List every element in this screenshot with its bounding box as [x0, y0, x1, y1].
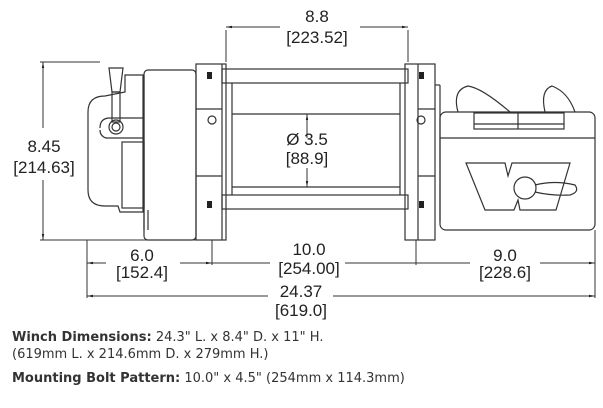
- mounting-bolt-pattern-label: Mounting Bolt Pattern:: [12, 371, 181, 386]
- winch-dimensions-value-in: 24.3" L. x 8.4" D. x 11" H.: [151, 330, 324, 345]
- dim-control-pack-mm: [228.6]: [479, 263, 531, 282]
- dim-bolt-spacing-mm: [254.00]: [278, 259, 339, 278]
- dim-motor-offset-in: 6.0: [130, 246, 154, 265]
- dim-motor-offset-mm: [152.4]: [116, 263, 168, 282]
- dim-drum-diameter-mm: [88.9]: [286, 149, 329, 168]
- dim-height-mm: [214.63]: [13, 158, 74, 177]
- dim-drum-width-mm: [223.52]: [286, 28, 347, 47]
- cable-drum: [221, 68, 409, 210]
- control-pack: [439, 85, 596, 231]
- dim-drum-diameter-in: Ø 3.5: [286, 130, 328, 149]
- motor-housing: [87, 67, 197, 241]
- mounting-bolt-pattern-spec: Mounting Bolt Pattern: 10.0" x 4.5" (254…: [12, 370, 405, 387]
- left-end-plate: [195, 63, 227, 241]
- dim-overall-length-mm: [619.0]: [275, 301, 327, 320]
- dim-height-in: 8.45: [27, 137, 60, 156]
- warn-logo-icon: [465, 162, 571, 211]
- winch-dimensions-value-mm: (619mm L. x 214.6mm D. x 279mm H.): [12, 347, 269, 362]
- winch-dimensions-label: Winch Dimensions:: [12, 330, 152, 345]
- bolt-hole-icon: [416, 115, 426, 125]
- mounting-bolt-pattern-value: 10.0" x 4.5" (254mm x 114.3mm): [180, 371, 405, 386]
- dim-control-pack-in: 9.0: [493, 246, 517, 265]
- bolt-hole-icon: [207, 115, 217, 125]
- dim-bolt-spacing-in: 10.0: [292, 240, 325, 259]
- dim-drum-width-in: 8.8: [305, 7, 329, 26]
- clutch-lever-icon: [108, 67, 124, 93]
- spec-text: Winch Dimensions: 24.3" L. x 8.4" D. x 1…: [12, 329, 405, 394]
- right-end-plate: [404, 63, 441, 241]
- winch-dimensions-spec: Winch Dimensions: 24.3" L. x 8.4" D. x 1…: [12, 329, 405, 363]
- winch-dimension-drawing: 8.8 [223.52] 8.45 [214.63] Ø 3.5 [88.9] …: [13, 7, 596, 320]
- dim-overall-length-in: 24.37: [280, 282, 323, 301]
